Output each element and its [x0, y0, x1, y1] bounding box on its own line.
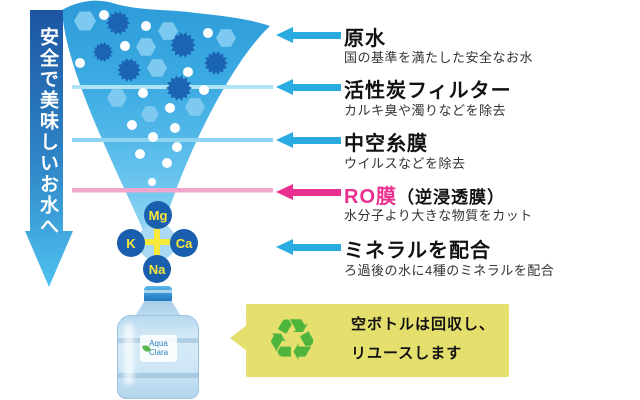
callout-text-line1: 空ボトルは回収し、: [351, 316, 496, 333]
mineral-circle-k: K: [117, 229, 145, 257]
add-minerals-desc: ろ過後の水に4種のミネラルを配合: [344, 263, 555, 278]
virus-particle-icon: [93, 42, 113, 62]
carbon-filter-arrow: [276, 78, 342, 96]
reuse-callout: [246, 304, 509, 377]
particle-dot-icon: [162, 158, 172, 168]
particle-dot-icon: [75, 58, 85, 68]
hollow-fiber-arrow: [276, 131, 342, 149]
impurity-hexagon-icon: [216, 29, 236, 47]
water-bottle: Aqua Clara: [116, 283, 200, 399]
virus-particle-icon: [166, 75, 192, 101]
virus-particle-icon: [204, 51, 228, 75]
particle-dot-icon: [127, 120, 137, 130]
raw-water-arrow: [276, 26, 342, 44]
arrow-left-icon: [276, 183, 293, 200]
particle-dot-icon: [148, 132, 158, 142]
particle-dot-icon: [120, 41, 130, 51]
arrow-left-icon: [276, 238, 293, 255]
impurity-hexagon-icon: [158, 22, 178, 40]
virus-particle-icon: [170, 32, 196, 58]
plus-icon: [143, 228, 171, 256]
mineral-circle-mg: Mg: [144, 201, 172, 229]
particle-dot-icon: [170, 123, 180, 133]
particle-dot-icon: [99, 10, 109, 20]
arrow-left-icon: [276, 78, 293, 95]
impurity-hexagon-icon: [147, 59, 167, 77]
particle-dot-icon: [135, 149, 145, 159]
carbon-filter-desc: カルキ臭や濁りなどを除去: [344, 103, 507, 118]
particle-dot-icon: [172, 142, 182, 152]
callout-text-line2: リユースします: [351, 345, 463, 362]
carbon-filter-title: 活性炭フィルター: [344, 80, 512, 102]
banner-text: 安全で美味しいお水へ: [37, 27, 58, 237]
ro-membrane-arrow: [276, 183, 342, 201]
arrow-left-icon: [276, 26, 293, 43]
particle-dot-icon: [199, 85, 209, 95]
arrow-left-icon: [276, 131, 293, 148]
impurity-hexagon-icon: [136, 38, 156, 56]
bottle-label: Aqua Clara: [140, 335, 177, 362]
ro-membrane-line: [72, 188, 273, 193]
raw-water-title: 原水: [344, 28, 386, 50]
particle-dot-icon: [148, 178, 156, 186]
ro-membrane-desc: 水分子より大きな物質をカット: [344, 208, 533, 223]
add-minerals-arrow: [276, 238, 342, 256]
recycle-icon: ♻: [266, 306, 318, 374]
particle-dot-icon: [183, 67, 193, 77]
hollow-fiber-desc: ウイルスなどを除去: [344, 156, 466, 171]
particle-dot-icon: [138, 88, 148, 98]
particle-dot-icon: [203, 28, 213, 38]
impurity-hexagon-icon: [141, 106, 159, 122]
hollow-fiber-line: [72, 138, 273, 142]
hollow-fiber-title: 中空糸膜: [344, 133, 428, 155]
virus-particle-icon: [106, 11, 130, 35]
add-minerals-title: ミネラルを配合: [344, 240, 491, 262]
ro-membrane-title: RO膜（逆浸透膜）: [344, 186, 505, 208]
virus-particle-icon: [117, 58, 141, 82]
mineral-circle-ca: Ca: [170, 229, 198, 257]
impurity-hexagon-icon: [185, 98, 205, 116]
bottle-cap: [144, 286, 172, 302]
particle-dot-icon: [165, 103, 175, 113]
impurity-hexagon-icon: [74, 11, 96, 31]
raw-water-desc: 国の基準を満たした安全なお水: [344, 50, 534, 65]
mineral-circle-na: Na: [143, 255, 171, 283]
impurity-hexagon-icon: [107, 89, 127, 107]
particle-dot-icon: [141, 21, 151, 31]
callout-tail: [230, 325, 247, 351]
